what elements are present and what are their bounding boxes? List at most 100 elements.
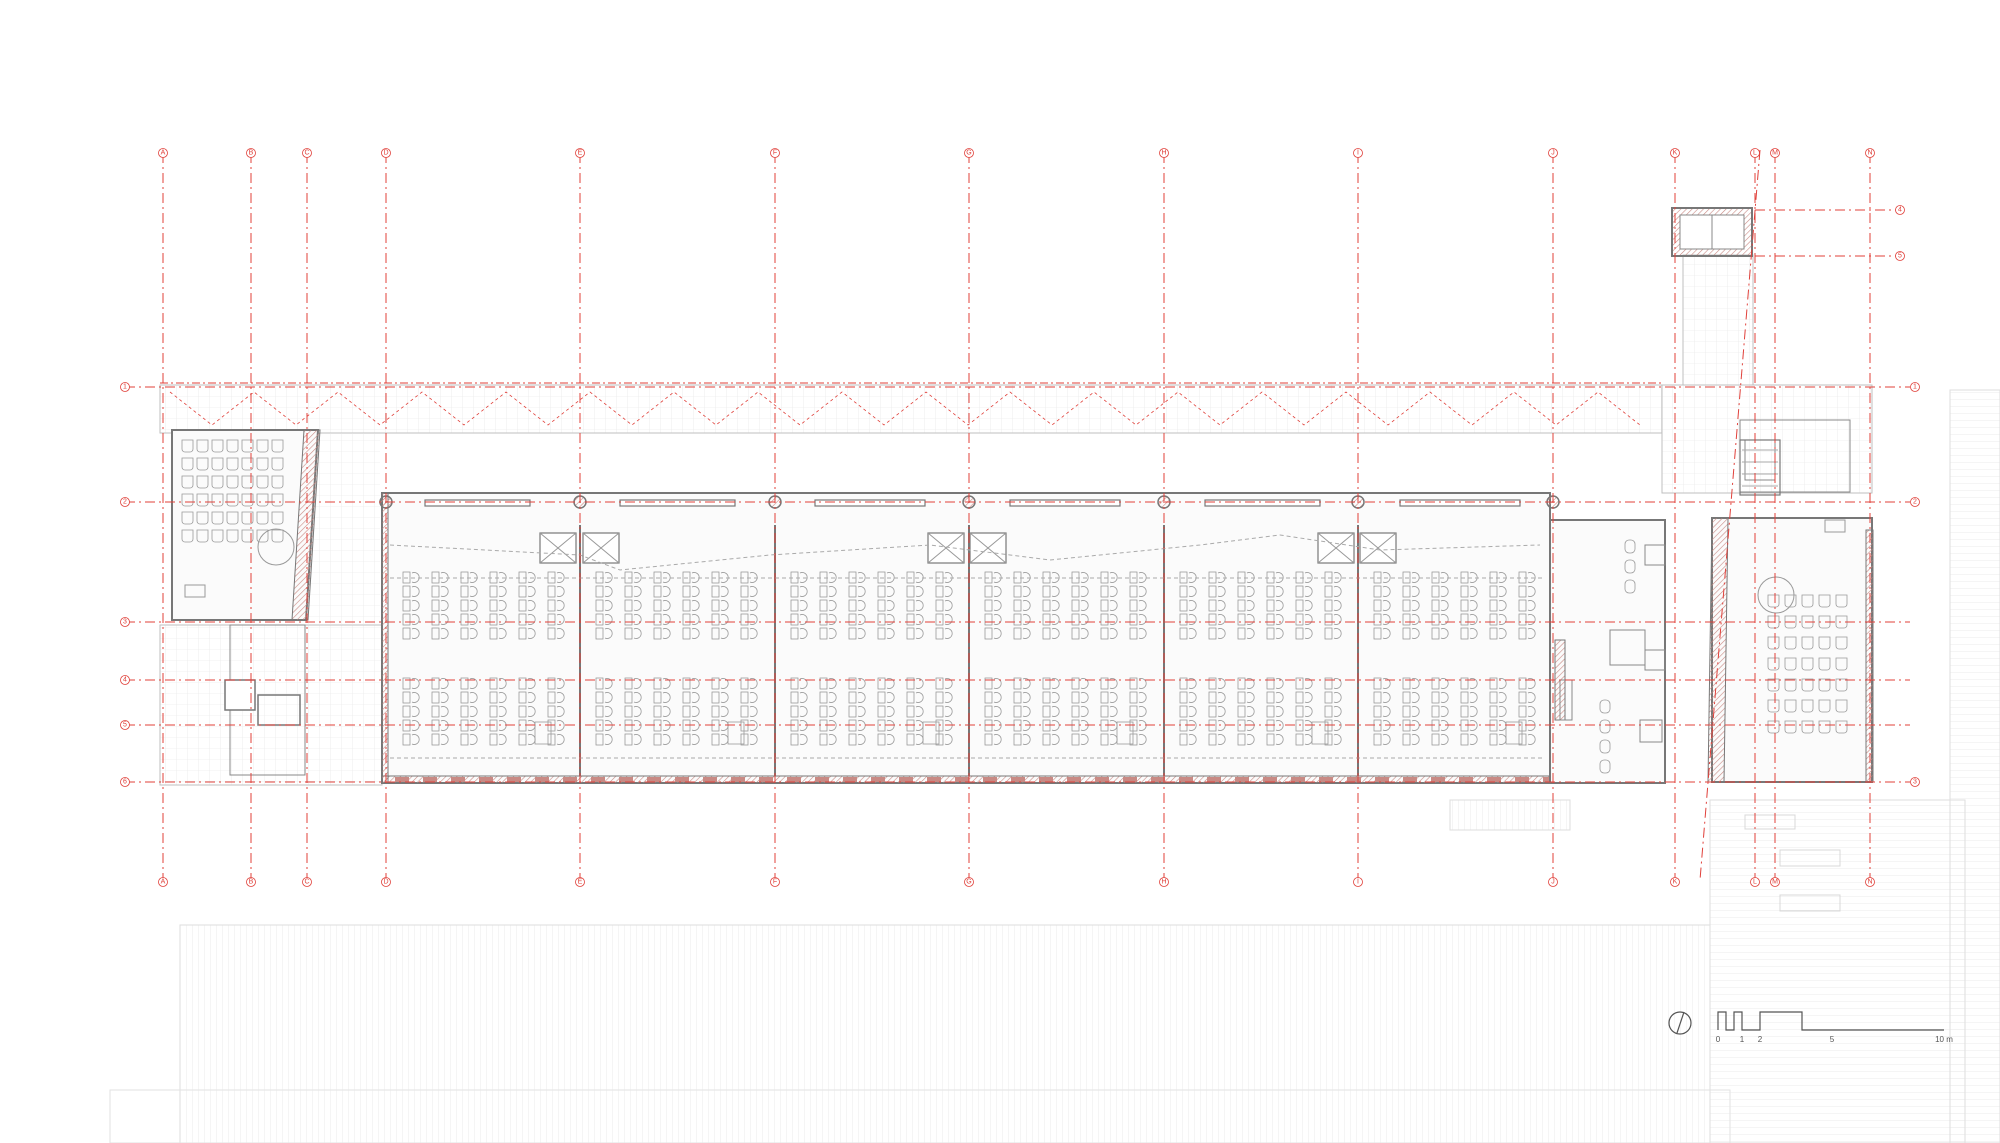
adjacent-roof-context [109, 389, 2000, 1143]
chair [1275, 692, 1284, 703]
chair [527, 628, 536, 639]
chair [691, 692, 700, 703]
wall-pier [619, 777, 633, 782]
chair [633, 720, 642, 731]
chair [1304, 600, 1313, 611]
grid-bubble-label: N [1867, 150, 1872, 157]
desk [1100, 691, 1109, 704]
wall-pier [395, 777, 409, 782]
desk [1324, 599, 1333, 612]
desk [1460, 613, 1469, 626]
chair [1333, 572, 1342, 583]
desk [460, 585, 469, 598]
desk [653, 585, 662, 598]
desk [1237, 691, 1246, 704]
chair [799, 600, 808, 611]
chair [469, 706, 478, 717]
desk [1042, 599, 1051, 612]
chair [691, 706, 700, 717]
chair [556, 734, 565, 745]
chair [662, 706, 671, 717]
desk [1324, 691, 1333, 704]
chair [1382, 572, 1391, 583]
chair [1304, 706, 1313, 717]
chair [1188, 706, 1197, 717]
chair [604, 692, 613, 703]
desk [624, 691, 633, 704]
desk [906, 585, 915, 598]
auditorium-seat [1835, 594, 1848, 608]
chair [498, 692, 507, 703]
desk [489, 677, 498, 690]
desk [740, 585, 749, 598]
chair [1022, 734, 1031, 745]
auditorium-seat [226, 475, 239, 489]
desk [1373, 627, 1382, 640]
auditorium-seat [241, 511, 254, 525]
grid-bubble [1910, 382, 1920, 392]
desk [1518, 585, 1527, 598]
chair [1051, 586, 1060, 597]
chair [633, 614, 642, 625]
chair [720, 586, 729, 597]
desk [431, 627, 440, 640]
chair [1411, 678, 1420, 689]
desk [1266, 627, 1275, 640]
chair [556, 692, 565, 703]
chair [944, 614, 953, 625]
auditorium-seat [1767, 636, 1780, 650]
grid-bubble [1895, 251, 1905, 261]
auditorium-seat [226, 511, 239, 525]
chair [1109, 600, 1118, 611]
wall-pier [1319, 777, 1333, 782]
chair [1051, 572, 1060, 583]
chair [1382, 734, 1391, 745]
chair [720, 614, 729, 625]
desk [595, 627, 604, 640]
chair [944, 628, 953, 639]
chair [1051, 614, 1060, 625]
storage-cabinets [539, 532, 1397, 564]
chair [799, 692, 808, 703]
desk [1237, 627, 1246, 640]
desk [819, 585, 828, 598]
chair [720, 628, 729, 639]
desk [877, 585, 886, 598]
wall-pier [563, 777, 577, 782]
wall-pier [843, 777, 857, 782]
desk [848, 599, 857, 612]
chair [993, 720, 1002, 731]
grid-bubble-label: 5 [123, 722, 127, 729]
chair [633, 572, 642, 583]
chair [440, 586, 449, 597]
chair [1469, 614, 1478, 625]
auditorium-seat [211, 493, 224, 507]
window-frame [619, 499, 736, 507]
chair [1498, 628, 1507, 639]
grid-bubble [381, 148, 391, 158]
auditorium-seat [226, 439, 239, 453]
desk [1013, 627, 1022, 640]
chair [1498, 586, 1507, 597]
chair [1051, 628, 1060, 639]
chair [1246, 706, 1255, 717]
chair [498, 600, 507, 611]
desk [1266, 691, 1275, 704]
desk [935, 733, 944, 746]
desk [1402, 585, 1411, 598]
cabinet-cross [1359, 532, 1397, 564]
desk [877, 733, 886, 746]
desk [1042, 585, 1051, 598]
chair [1217, 706, 1226, 717]
grid-bubble-label: 6 [123, 779, 127, 786]
chair [1138, 678, 1147, 689]
desk [518, 733, 527, 746]
scale-label-5: 5 [1830, 1035, 1835, 1044]
desk [1324, 733, 1333, 746]
grid-bubble-label: 4 [1898, 207, 1902, 214]
desk [402, 733, 411, 746]
grid-bubble-label: 3 [1913, 779, 1917, 786]
chair [720, 692, 729, 703]
desk [1042, 705, 1051, 718]
desk [848, 627, 857, 640]
